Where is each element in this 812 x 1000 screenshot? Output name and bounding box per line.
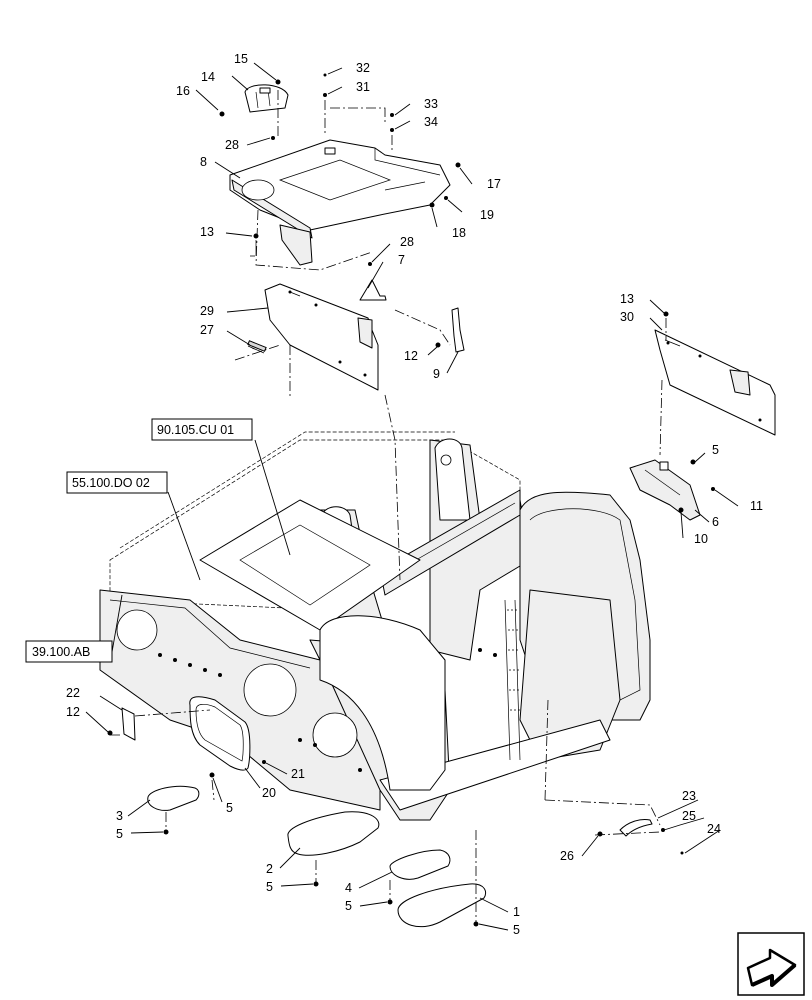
callout-27: 27 [200, 323, 214, 337]
cover-2 [287, 811, 380, 856]
callout-20: 20 [262, 786, 276, 800]
side-panel-29 [264, 283, 379, 391]
reference-label: 55.100.DO 02 [72, 476, 150, 490]
assembly-lines [110, 90, 667, 922]
reference-label: 90.105.CU 01 [157, 423, 234, 437]
callout-4: 4 [345, 881, 352, 895]
callout-6: 6 [712, 515, 719, 529]
reference-ref-39-100[interactable]: 39.100.AB [25, 640, 113, 663]
bracket-7 [359, 279, 387, 301]
callout-24: 24 [707, 822, 721, 836]
cover-4 [389, 849, 451, 880]
reference-ref-90-105[interactable]: 90.105.CU 01 [151, 418, 253, 441]
bracket-9 [451, 307, 465, 353]
callout-9: 9 [433, 367, 440, 381]
page-navigation-arrow-icon[interactable] [737, 932, 805, 996]
callout-5-cover4: 5 [345, 899, 352, 913]
callout-19: 19 [480, 208, 494, 222]
reference-ref-55-100[interactable]: 55.100.DO 02 [66, 471, 168, 494]
callout-10: 10 [694, 532, 708, 546]
callout-5-panel: 5 [226, 801, 233, 815]
handle-23 [619, 819, 653, 837]
callout-28-top: 28 [225, 138, 239, 152]
callout-18: 18 [452, 226, 466, 240]
callout-labels: 15 14 16 32 31 33 34 28 8 17 19 18 13 28… [66, 52, 763, 937]
callout-8: 8 [200, 155, 207, 169]
callout-7: 7 [398, 253, 405, 267]
callout-29: 29 [200, 304, 214, 318]
callout-33: 33 [424, 97, 438, 111]
reference-label: 39.100.AB [32, 645, 90, 659]
callout-5-cover1: 5 [513, 923, 520, 937]
side-panel-30 [654, 329, 776, 436]
callout-25: 25 [682, 809, 696, 823]
callout-22: 22 [66, 686, 80, 700]
callout-23: 23 [682, 789, 696, 803]
chassis-frame [99, 431, 651, 821]
callout-21: 21 [291, 767, 305, 781]
leader-lines [85, 62, 739, 931]
pin-27 [247, 340, 267, 352]
callout-28-mid: 28 [400, 235, 414, 249]
callout-11: 11 [750, 499, 763, 513]
callout-34: 34 [424, 115, 438, 129]
callout-12-left: 12 [66, 705, 80, 719]
callout-13-right: 13 [620, 292, 634, 306]
callout-16: 16 [176, 84, 190, 98]
callout-5-cover3: 5 [116, 827, 123, 841]
bracket-6 [629, 459, 701, 521]
callout-14: 14 [201, 70, 215, 84]
callout-13-left: 13 [200, 225, 214, 239]
callout-26: 26 [560, 849, 574, 863]
callout-5-right: 5 [712, 443, 719, 457]
callout-3: 3 [116, 809, 123, 823]
callout-30: 30 [620, 310, 634, 324]
top-cover-plate [229, 139, 451, 266]
callout-32: 32 [356, 61, 370, 75]
callout-12-top: 12 [404, 349, 418, 363]
cover-1 [397, 883, 487, 928]
fasteners [107, 73, 715, 927]
callout-15: 15 [234, 52, 248, 66]
callout-17: 17 [487, 177, 501, 191]
cover-14 [244, 84, 289, 113]
callout-2: 2 [266, 862, 273, 876]
cover-3 [147, 785, 200, 811]
callout-31: 31 [356, 80, 370, 94]
callout-1: 1 [513, 905, 520, 919]
inspection-panel-20 [189, 696, 251, 771]
callout-5-cover2: 5 [266, 880, 273, 894]
plate-22 [121, 707, 136, 741]
